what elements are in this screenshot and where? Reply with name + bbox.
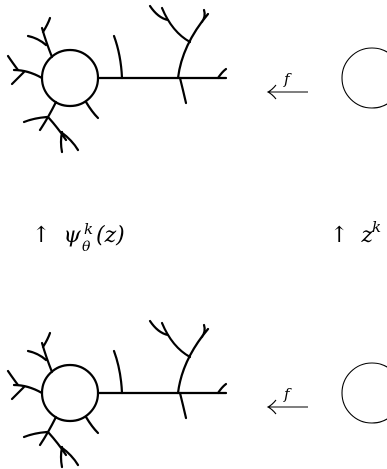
map-label-bottom: f — [283, 385, 292, 403]
up-arrow-right: ↑ — [330, 223, 348, 248]
psi-symbol: ψ — [63, 223, 81, 248]
psi-superscript: k — [84, 220, 93, 238]
neuron-icon — [6, 319, 228, 469]
z-superscript: k — [372, 218, 381, 236]
z-symbol: z — [360, 223, 373, 248]
map-label-top: f — [283, 70, 292, 88]
psi-subscript: θ — [82, 239, 91, 255]
up-arrow-left: ↑ — [32, 223, 50, 248]
right-label: ↑ z — [330, 223, 373, 248]
left-label: ↑ ψ — [32, 223, 81, 248]
top-row: f — [6, 4, 387, 154]
bottom-row: f — [6, 319, 387, 469]
neuron-icon — [6, 4, 228, 154]
latent-circle-bottom — [341, 362, 387, 424]
middle-row: ↑ ψ k θ (z) ↑ z k — [32, 218, 381, 255]
latent-circle-top — [341, 47, 387, 109]
psi-argument: (z) — [96, 223, 125, 248]
